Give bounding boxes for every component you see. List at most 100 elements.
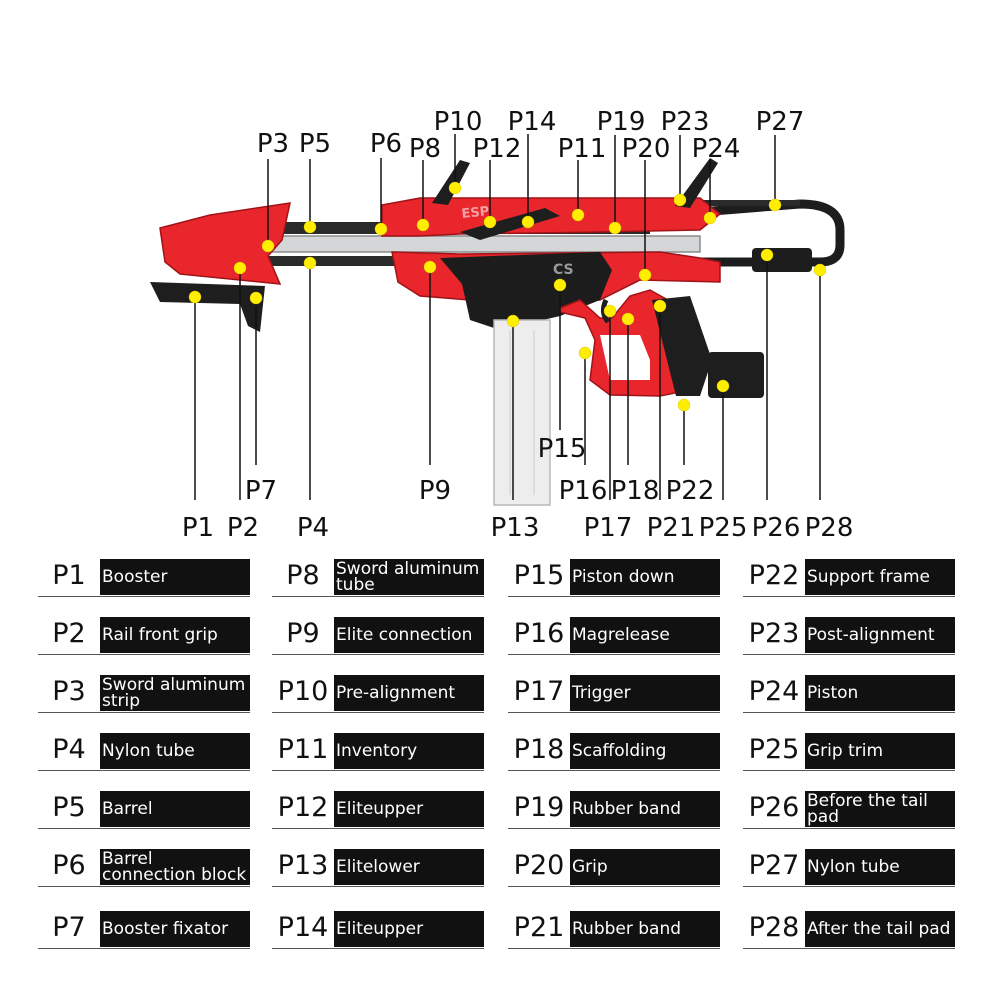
label-p19: P19: [597, 107, 646, 137]
dot-p11: [571, 208, 585, 222]
magazine-shape: [493, 319, 551, 506]
legend-divider: [38, 948, 250, 949]
pre-alignment-shape: [432, 160, 470, 205]
label-p3: P3: [257, 129, 289, 159]
legend-item-p20: P20 Grip: [508, 846, 720, 887]
dot-p10: [448, 181, 462, 195]
leader-lines: [194, 134, 821, 500]
dot-p7: [249, 291, 263, 305]
legend-item-p26: P26 Before the tail pad: [743, 788, 955, 829]
dot-p25: [716, 379, 730, 393]
legend-divider: [508, 654, 720, 655]
dot-p1: [188, 290, 202, 304]
dot-p21: [653, 299, 667, 313]
dot-p8: [416, 218, 430, 232]
label-p7: P7: [245, 476, 277, 506]
label-p23: P23: [661, 107, 710, 137]
legend-id: P3: [52, 675, 86, 707]
legend-id: P18: [513, 733, 565, 765]
legend-item-p5: P5 Barrel: [38, 788, 250, 829]
label-p8: P8: [409, 134, 441, 164]
legend-item-p13: P13 Elitelower: [272, 846, 484, 887]
legend-item-p16: P16 Magrelease: [508, 614, 720, 655]
label-p10: P10: [434, 107, 483, 137]
legend-id: P9: [286, 617, 320, 649]
legend-name: After the tail pad: [805, 911, 955, 947]
label-p5: P5: [299, 129, 331, 159]
legend-item-p12: P12 Eliteupper: [272, 788, 484, 829]
label-p15: P15: [538, 434, 587, 464]
legend-id: P8: [286, 559, 320, 591]
legend-divider: [508, 596, 720, 597]
legend-divider: [508, 770, 720, 771]
dot-p12: [483, 215, 497, 229]
legend-divider: [272, 654, 484, 655]
label-p28: P28: [805, 513, 854, 540]
legend-divider: [272, 770, 484, 771]
legend-divider: [38, 828, 250, 829]
dot-p24: [703, 211, 717, 225]
legend-item-p1: P1 Booster: [38, 556, 250, 597]
dot-p15: [553, 278, 567, 292]
legend-divider: [38, 770, 250, 771]
dot-p16: [578, 346, 592, 360]
nylon-tube-rear-shape: [700, 200, 800, 206]
label-p2: P2: [227, 513, 259, 540]
legend-divider: [272, 948, 484, 949]
legend-divider: [38, 886, 250, 887]
trigger-shape: [600, 298, 611, 324]
dot-p2: [233, 261, 247, 275]
legend-item-p9: P9 Elite connection: [272, 614, 484, 655]
nylon-tube-shape: [262, 256, 412, 266]
blaster-diagram: ESP CS: [150, 107, 854, 540]
legend-item-p27: P27 Nylon tube: [743, 846, 955, 887]
legend-id: P25: [748, 733, 800, 765]
legend-name: Magrelease: [570, 617, 720, 653]
legend-name: Eliteupper: [334, 911, 484, 947]
legend-divider: [743, 596, 955, 597]
legend-item-p8: P8 Sword aluminum tube: [272, 556, 484, 597]
legend-name: Scaffolding: [570, 733, 720, 769]
legend-id: P4: [52, 733, 86, 765]
dot-p3: [261, 239, 275, 253]
legend-item-p21: P21 Rubber band: [508, 908, 720, 949]
legend-name: Post-alignment: [805, 617, 955, 653]
legend-divider: [743, 770, 955, 771]
legend-item-p24: P24 Piston: [743, 672, 955, 713]
legend-id: P23: [748, 617, 800, 649]
legend-name: Barrel connection block: [100, 849, 250, 885]
legend-id: P19: [513, 791, 565, 823]
label-p13: P13: [491, 513, 540, 540]
legend-divider: [508, 948, 720, 949]
legend-divider: [38, 654, 250, 655]
dot-p14: [521, 215, 535, 229]
legend-name: Booster: [100, 559, 250, 595]
legend-item-p25: P25 Grip trim: [743, 730, 955, 771]
legend-id: P11: [277, 733, 329, 765]
legend-divider: [272, 596, 484, 597]
legend-name: Inventory: [334, 733, 484, 769]
booster-shape: [159, 202, 291, 285]
legend-id: P14: [277, 911, 329, 943]
legend-item-p15: P15 Piston down: [508, 556, 720, 597]
label-p14: P14: [508, 107, 557, 137]
legend-divider: [38, 596, 250, 597]
dot-p13: [506, 314, 520, 328]
label-p16: P16: [559, 476, 608, 506]
label-p12: P12: [473, 134, 522, 164]
label-p17: P17: [584, 513, 633, 540]
legend-name: Nylon tube: [805, 849, 955, 885]
legend-item-p17: P17 Trigger: [508, 672, 720, 713]
legend-name: Booster fixator: [100, 911, 250, 947]
grip-logo: CS: [553, 262, 574, 278]
legend-divider: [272, 712, 484, 713]
legend-divider: [743, 886, 955, 887]
label-p20: P20: [622, 134, 671, 164]
blaster-illustration: ESP CS: [150, 158, 845, 506]
dot-p18: [621, 312, 635, 326]
legend-item-p22: P22 Support frame: [743, 556, 955, 597]
legend-id: P10: [277, 675, 329, 707]
legend-name: Before the tail pad: [805, 791, 955, 827]
legend-id: P24: [748, 675, 800, 707]
legend-id: P15: [513, 559, 565, 591]
